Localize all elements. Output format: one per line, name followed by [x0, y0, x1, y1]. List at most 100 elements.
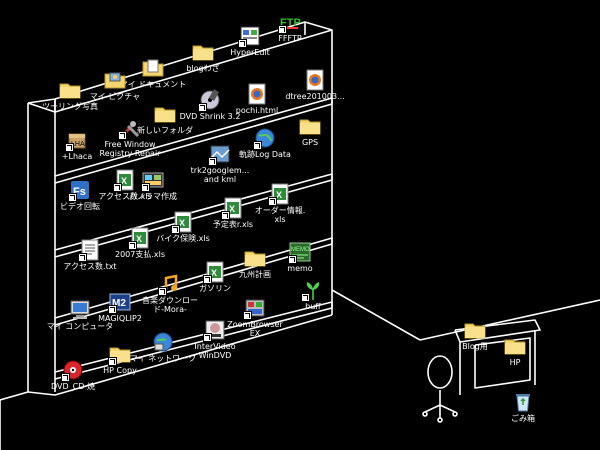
firefox-icon — [303, 68, 327, 92]
svg-text:X: X — [276, 190, 282, 200]
desktop-icon-label: dtree201003... — [285, 92, 345, 101]
folder-icon — [191, 40, 215, 64]
desktop-icon[interactable]: ツーリング写真 — [35, 78, 105, 124]
desktop-icon-label: 予定表r.xls — [212, 220, 254, 229]
desktop-icon-label: ガソリン — [199, 284, 231, 293]
desktop-icon-label: アクセス数.txt — [63, 262, 117, 271]
desktop-icon[interactable]: DVD Shrink 3.2 — [175, 88, 245, 134]
desktop-icon[interactable]: マイ コンピュータ — [45, 298, 115, 344]
shortcut-arrow-icon — [221, 211, 230, 220]
desktop-icon[interactable]: マイ ピクチャ — [80, 68, 150, 114]
desktop-icon[interactable]: HP — [480, 334, 550, 380]
desktop-icon-label: バイク保険.xls — [156, 234, 210, 243]
desktop-icon[interactable]: dtree201003... — [280, 68, 350, 114]
desktop-icon-label: Free Window Registry Repair — [99, 140, 161, 158]
shortcut-arrow-icon — [78, 253, 87, 262]
desktop-icon[interactable]: パノラマ作成 — [118, 168, 188, 214]
desktop-icon-label: GPS — [301, 138, 319, 147]
desktop-icon[interactable]: X オーダー情報. xls — [245, 182, 315, 228]
folder-icon — [298, 114, 322, 138]
folder-icon — [243, 246, 267, 270]
desktop-icon[interactable]: X ガソリン — [180, 260, 250, 306]
shortcut-arrow-icon — [278, 25, 287, 34]
desktop-icon-label: マイ ピクチャ — [89, 92, 141, 101]
desktop-icon[interactable]: 軌跡Log Data — [230, 126, 300, 172]
shortcut-arrow-icon — [113, 183, 122, 192]
svg-text:MEMO: MEMO — [291, 247, 310, 253]
desktop-icon[interactable]: ごみ箱 — [488, 390, 558, 436]
desktop-icon-label: blogわざ — [186, 64, 220, 73]
desktop-icon-label: +Lhaca — [61, 152, 93, 161]
desktop-icon[interactable]: HP Copy — [85, 342, 155, 388]
desktop-icon-label: ごみ箱 — [511, 414, 535, 423]
desktop-icon-label: 九州計画 — [239, 270, 271, 279]
shortcut-arrow-icon — [61, 373, 70, 382]
desktop-icon-label: ツーリング写真 — [42, 102, 98, 111]
desktop-icon[interactable]: GPS — [275, 114, 345, 160]
shortcut-arrow-icon — [68, 193, 77, 202]
svg-text:X: X — [211, 268, 217, 278]
desktop-icon-label: マイ ドキュメント — [119, 80, 187, 89]
svg-text:LHA: LHA — [71, 141, 85, 148]
shortcut-arrow-icon — [128, 241, 137, 250]
desktop-icon[interactable]: LHA +Lhaca — [42, 128, 112, 174]
desktop-icon-label: 2007支払.xls — [114, 250, 166, 259]
desktop-icon[interactable]: 音楽ダウンロー ド-Mora- — [135, 272, 205, 318]
desktop-icon[interactable]: マイ ドキュメント — [118, 56, 188, 102]
desktop-icon-label: HP Copy — [103, 366, 137, 375]
shortcut-arrow-icon — [203, 275, 212, 284]
desktop-icon-label: MAGIQLIP2 — [98, 314, 142, 323]
shortcut-arrow-icon — [268, 197, 277, 206]
desktop-icon-label: オーダー情報. xls — [254, 206, 306, 224]
desktop-icon-label: HyperEdit — [230, 48, 270, 57]
desktop-icon[interactable]: HyperEdit — [215, 24, 285, 70]
desktop-icon[interactable]: ZoomBrowser EX — [220, 296, 290, 342]
desktop-icon[interactable]: 新しいフォルダ — [130, 102, 200, 148]
desktop-icon-label: Blog用 — [462, 342, 488, 351]
desktop-icon-label: パノラマ作成 — [129, 192, 177, 201]
desktop-icon[interactable]: Blog用 — [440, 318, 510, 364]
desktop-icon-label: マイ ネットワーク — [129, 354, 197, 363]
desktop-icon-label: ZoomBrowser EX — [227, 320, 283, 338]
desktop-icon[interactable]: blogわざ — [168, 40, 238, 86]
shortcut-arrow-icon — [238, 39, 247, 48]
desktop-icon[interactable]: trk2googlem... and kml — [185, 142, 255, 188]
desktop-icon[interactable]: Free Window Registry Repair — [95, 116, 165, 162]
desktop-icon-label: pochi.html — [235, 106, 279, 115]
my-documents-icon — [141, 56, 165, 80]
desktop-icon-label: マイ コンピュータ — [46, 322, 114, 331]
desktop-icon-label: FFFTP — [278, 34, 302, 43]
desktop-icon[interactable]: マイ ネットワーク — [128, 330, 198, 376]
desktop-icon-label: 新しいフォルダ — [137, 126, 193, 135]
desktop-icon[interactable]: pochi.html — [222, 82, 292, 128]
shortcut-arrow-icon — [203, 333, 212, 342]
shortcut-arrow-icon — [253, 141, 262, 150]
desktop-icon[interactable]: 九州計画 — [220, 246, 290, 292]
shortcut-arrow-icon — [208, 157, 217, 166]
firefox-icon — [245, 82, 269, 106]
folder-icon — [58, 78, 82, 102]
desktop-icon-label: DVD Shrink 3.2 — [179, 112, 241, 121]
desktop-icon-label: trk2googlem... and kml — [190, 166, 250, 184]
desktop-icon-label: アクセス数.xls — [98, 192, 152, 201]
desktop-icon-label: 軌跡Log Data — [239, 150, 291, 159]
desktop-icon[interactable]: DVD_CD 焼 — [38, 358, 108, 404]
desktop-icon[interactable]: buff — [278, 278, 348, 324]
shortcut-arrow-icon — [301, 293, 310, 302]
shortcut-arrow-icon — [171, 225, 180, 234]
desktop-icon[interactable]: InterVideo WinDVD — [180, 318, 250, 364]
desktop-icon-label: InterVideo WinDVD — [194, 342, 236, 360]
desktop-icon[interactable]: アクセス数.txt — [55, 238, 125, 284]
svg-text:M2: M2 — [112, 298, 126, 309]
folder-icon — [463, 318, 487, 342]
shortcut-arrow-icon — [198, 103, 207, 112]
